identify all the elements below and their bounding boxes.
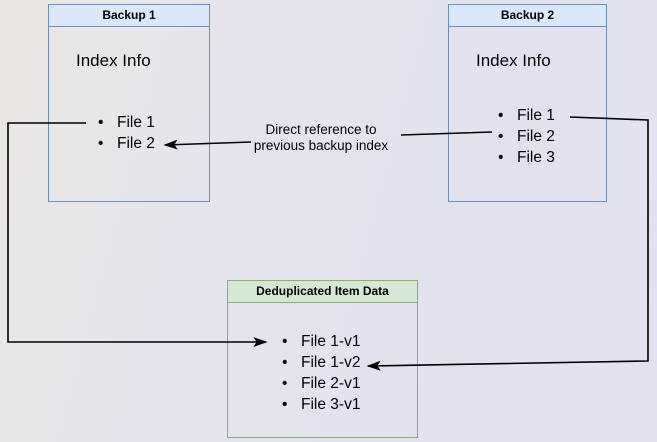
dedup-item: File 2-v1 [282, 373, 360, 394]
dedup-item: File 3-v1 [282, 394, 360, 415]
backup1-index-info-label: Index Info [76, 51, 151, 70]
node-backup1: Backup 1 Index Info File 1 File 2 [48, 4, 210, 202]
node-backup2: Backup 2 Index Info File 1 File 2 File 3 [448, 4, 607, 202]
annotation-direct-reference: Direct reference to previous backup inde… [253, 122, 389, 153]
backup1-file-list: File 1 File 2 [98, 112, 155, 154]
backup1-file-item: File 2 [98, 133, 155, 154]
backup2-file-list: File 1 File 2 File 3 [498, 105, 555, 168]
backup2-index-info-label: Index Info [476, 51, 551, 70]
dedup-item-list: File 1-v1 File 1-v2 File 2-v1 File 3-v1 [282, 331, 360, 415]
backup2-file-item: File 1 [498, 105, 555, 126]
backup2-file-item: File 2 [498, 126, 555, 147]
backup2-file-item: File 3 [498, 147, 555, 168]
dedup-item: File 1-v2 [282, 352, 360, 373]
node-deduplicated-item-data: Deduplicated Item Data File 1-v1 File 1-… [227, 280, 418, 438]
dedup-item: File 1-v1 [282, 331, 360, 352]
node-dedup-title: Deduplicated Item Data [228, 281, 417, 303]
backup1-file-item: File 1 [98, 112, 155, 133]
node-backup2-title: Backup 2 [449, 5, 606, 27]
node-backup1-title: Backup 1 [49, 5, 209, 27]
